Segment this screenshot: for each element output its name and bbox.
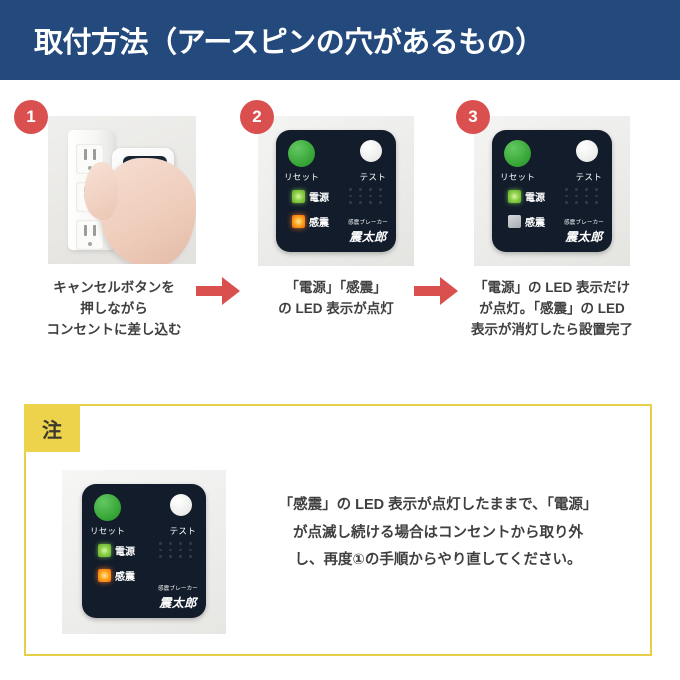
step-1-caption-line-3: コンセントに差し込む [46,321,182,337]
step-1-caption-line-1: キャンセルボタンを [53,280,175,295]
speaker-grille-icon-step2 [349,188,383,204]
outlet-socket-bottom [76,220,104,250]
step-3-caption-line-1: 「電源」の LED 表示だけ [473,280,630,295]
brand-main-step2: 震太郎 [349,230,387,245]
note-device-photo: リセット テスト 電源 感震 感震ブレーカー 震太郎 [62,470,226,634]
power-led-icon-note [98,544,111,557]
step-2-device-photo: リセット テスト 電源 感震 感震ブレーカー 震太郎 [258,116,414,266]
brand-mark-step3: 感震ブレーカー 震太郎 [564,212,604,246]
caution-note-line-3: し、再度①の手順からやり直してください。 [294,552,582,569]
quake-led-label-note: 感震 [115,572,135,583]
caution-note-line-2: が点滅し続ける場合はコンセントから取り外 [293,524,583,541]
steps-row: 1 [0,96,680,371]
power-indicator-note: 電源 [98,543,135,558]
test-button-label-note: テスト [169,526,196,536]
brand-main-note: 震太郎 [159,596,197,611]
reset-button-step2[interactable] [288,140,315,167]
power-indicator-step3: 電源 [508,189,545,204]
step-1-figure: 1 [14,96,214,266]
step-2-caption-line-1: 「電源」「感震」 [285,280,387,295]
step-2-caption-line-2: の LED 表示が点灯 [278,300,394,316]
caution-note-box: 注 リセット テスト 電源 感震 感震ブレーカー 震太郎 「感震」の [24,404,652,656]
step-3: リセット テスト 電源 感震 感震ブレーカー 震太郎 [452,96,652,337]
step-1-caption-line-2: 押しながら [80,300,148,316]
brand-mark-step2: 感震ブレーカー 震太郎 [348,212,388,246]
speaker-grille-icon-step3 [565,188,599,204]
brand-main-step3: 震太郎 [565,230,603,245]
quake-led-label-step2: 感震 [309,218,329,229]
test-button-step3[interactable] [576,140,598,162]
power-led-label-step3: 電源 [525,193,545,204]
quake-indicator-step3: 感震 [508,214,545,229]
device-panel-note: リセット テスト 電源 感震 感震ブレーカー 震太郎 [82,484,206,618]
step-3-figure: リセット テスト 電源 感震 感震ブレーカー 震太郎 [452,96,652,266]
step-3-caption-line-2: が点灯。「感震」の LED [479,300,625,316]
power-led-icon-step3 [508,190,521,203]
caution-note-text: 「感震」の LED 表示が点灯したままで、「電源」 が点滅し続ける場合はコンセン… [248,492,628,575]
caution-tab-label: 注 [24,404,80,452]
brand-mark-note: 感震ブレーカー 震太郎 [158,578,198,612]
quake-led-icon-step3 [508,215,521,228]
header-bar: 取付方法（アースピンの穴があるもの） [0,0,680,80]
reset-button-label-note: リセット [90,526,126,536]
outlet-photo [48,116,196,264]
hand-illustration [100,158,196,264]
quake-led-label-step3: 感震 [525,218,545,229]
step-1: 1 [14,96,214,337]
step-3-badge: 3 [456,100,490,134]
test-button-note[interactable] [170,494,192,516]
step-3-caption: 「電源」の LED 表示だけ が点灯。「感震」の LED 表示が消灯したら設置完… [452,278,652,341]
quake-indicator-note: 感震 [98,568,135,583]
power-indicator-step2: 電源 [292,189,329,204]
reset-button-note[interactable] [94,494,121,521]
quake-indicator-step2: 感震 [292,214,329,229]
test-button-label-step2: テスト [359,172,386,182]
step-2: リセット テスト 電源 感震 感震ブレーカー 震太郎 [236,96,436,316]
reset-button-step3[interactable] [504,140,531,167]
step-2-badge: 2 [240,100,274,134]
step-1-badge: 1 [14,100,48,134]
step-2-caption: 「電源」「感震」 の LED 表示が点灯 [236,278,436,320]
quake-led-icon-note [98,569,111,582]
step-3-caption-line-3: 表示が消灯したら設置完了 [471,321,633,337]
step-2-figure: リセット テスト 電源 感震 感震ブレーカー 震太郎 [236,96,436,266]
brand-sub-step2: 感震ブレーカー [348,220,388,227]
power-led-label-note: 電源 [115,547,135,558]
test-button-label-step3: テスト [575,172,602,182]
page-title: 取付方法（アースピンの穴があるもの） [34,27,544,59]
thumb-illustration [84,162,118,220]
caution-note-line-1: 「感震」の LED 表示が点灯したままで、「電源」 [278,497,598,513]
reset-button-label-step2: リセット [284,172,320,182]
brand-sub-step3: 感震ブレーカー [564,220,604,227]
test-button-step2[interactable] [360,140,382,162]
step-3-device-photo: リセット テスト 電源 感震 感震ブレーカー 震太郎 [474,116,630,266]
brand-sub-note: 感震ブレーカー [158,586,198,593]
device-panel-step2: リセット テスト 電源 感震 感震ブレーカー 震太郎 [276,130,396,252]
power-led-label-step2: 電源 [309,193,329,204]
arrow-step2-to-step3-icon [414,276,458,306]
step-1-caption: キャンセルボタンを 押しながら コンセントに差し込む [14,278,214,341]
reset-button-label-step3: リセット [500,172,536,182]
speaker-grille-icon-note [159,542,193,558]
arrow-step1-to-step2-icon [196,276,240,306]
power-led-icon-step2 [292,190,305,203]
device-panel-step3: リセット テスト 電源 感震 感震ブレーカー 震太郎 [492,130,612,252]
quake-led-icon-step2 [292,215,305,228]
